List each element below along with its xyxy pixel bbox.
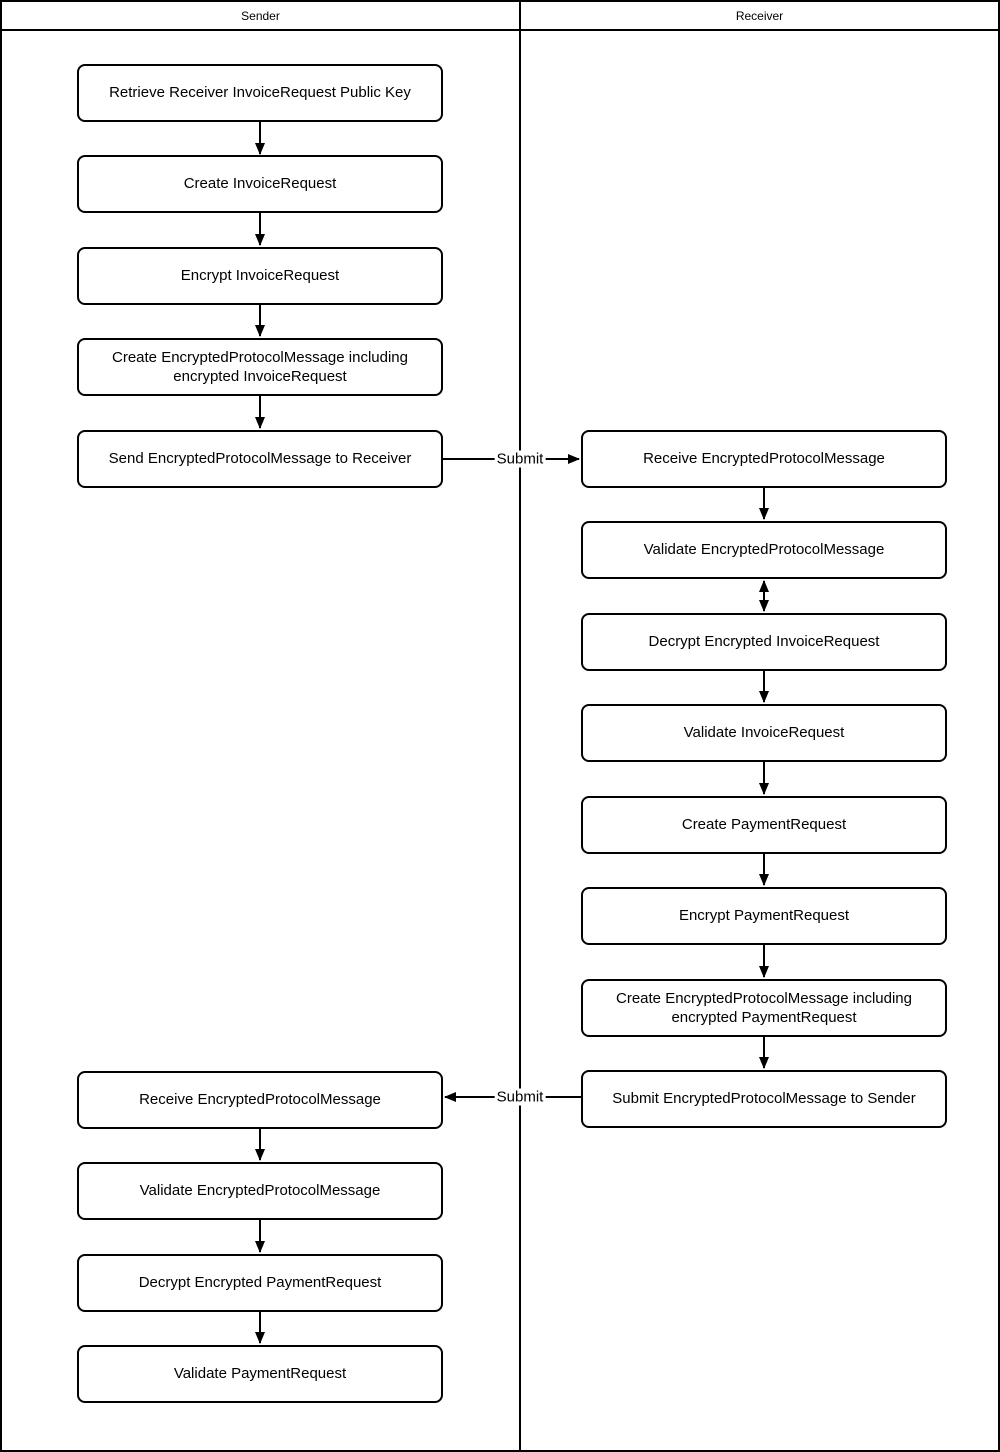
- step-decrypt-encrypted-paymentrequest: Decrypt Encrypted PaymentRequest: [77, 1254, 443, 1312]
- step-encrypt-invoicerequest: Encrypt InvoiceRequest: [77, 247, 443, 305]
- step-validate-encryptedprotocolmessage-receiver: Validate EncryptedProtocolMessage: [581, 521, 947, 579]
- lane-title-receiver: Receiver: [735, 8, 784, 23]
- step-receive-encryptedprotocolmessage-sender: Receive EncryptedProtocolMessage: [77, 1071, 443, 1129]
- lane-header-row: Sender Receiver: [2, 2, 998, 31]
- lane-divider: [519, 2, 521, 1450]
- step-encrypt-paymentrequest: Encrypt PaymentRequest: [581, 887, 947, 945]
- step-receive-encryptedprotocolmessage-receiver: Receive EncryptedProtocolMessage: [581, 430, 947, 488]
- step-retrieve-receiver-invoicerequest-public-key: Retrieve Receiver InvoiceRequest Public …: [77, 64, 443, 122]
- step-validate-invoicerequest: Validate InvoiceRequest: [581, 704, 947, 762]
- step-validate-paymentrequest: Validate PaymentRequest: [77, 1345, 443, 1403]
- step-decrypt-encrypted-invoicerequest: Decrypt Encrypted InvoiceRequest: [581, 613, 947, 671]
- lane-title-sender: Sender: [241, 8, 280, 23]
- step-create-paymentrequest: Create PaymentRequest: [581, 796, 947, 854]
- step-create-encryptedprotocolmessage-invoicerequest: Create EncryptedProtocolMessage includin…: [77, 338, 443, 396]
- step-create-invoicerequest: Create InvoiceRequest: [77, 155, 443, 213]
- submit-message-label-bottom: Submit: [494, 1088, 546, 1106]
- step-validate-encryptedprotocolmessage-sender: Validate EncryptedProtocolMessage: [77, 1162, 443, 1220]
- step-submit-encryptedprotocolmessage-to-sender: Submit EncryptedProtocolMessage to Sende…: [581, 1070, 947, 1128]
- step-create-encryptedprotocolmessage-paymentrequest: Create EncryptedProtocolMessage includin…: [581, 979, 947, 1037]
- submit-message-label-top: Submit: [494, 450, 546, 468]
- step-send-encryptedprotocolmessage-to-receiver: Send EncryptedProtocolMessage to Receive…: [77, 430, 443, 488]
